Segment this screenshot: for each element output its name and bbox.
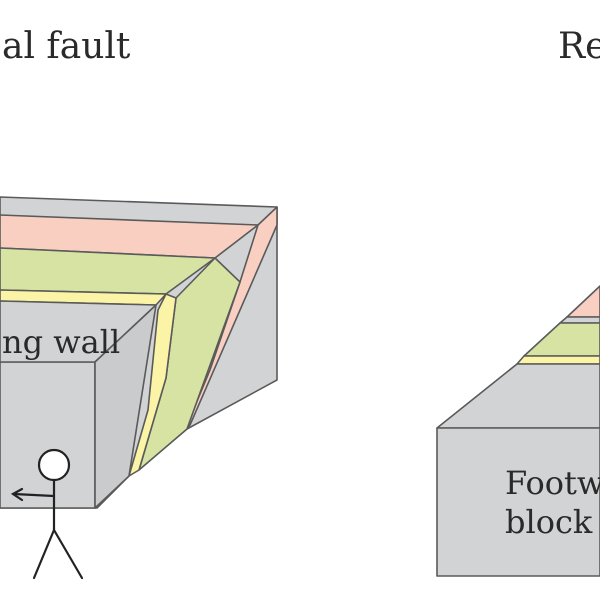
footwall-top-face [436,363,600,429]
footwall-label-line2: block [505,503,593,541]
right-pink-layer [566,285,600,318]
right-fault-panel: Re Footwa block [436,26,600,577]
left-fault-panel: al fault ng wall [0,26,278,580]
right-yellow-layer [516,355,600,365]
hanging-wall-label: ng wall [2,323,120,361]
hanging-wall-front-face [0,361,96,509]
left-panel-title: al fault [2,26,131,67]
footwall-front-face [436,427,600,577]
layer-yellow-fault [128,293,177,477]
right-panel-title: Re [558,26,600,67]
footwall-label-line1: Footwa [505,464,600,502]
hanging-wall-side-face [94,304,157,509]
right-green-layer [523,322,600,357]
stick-figure-icon [10,448,84,580]
right-gray-band [559,316,600,324]
